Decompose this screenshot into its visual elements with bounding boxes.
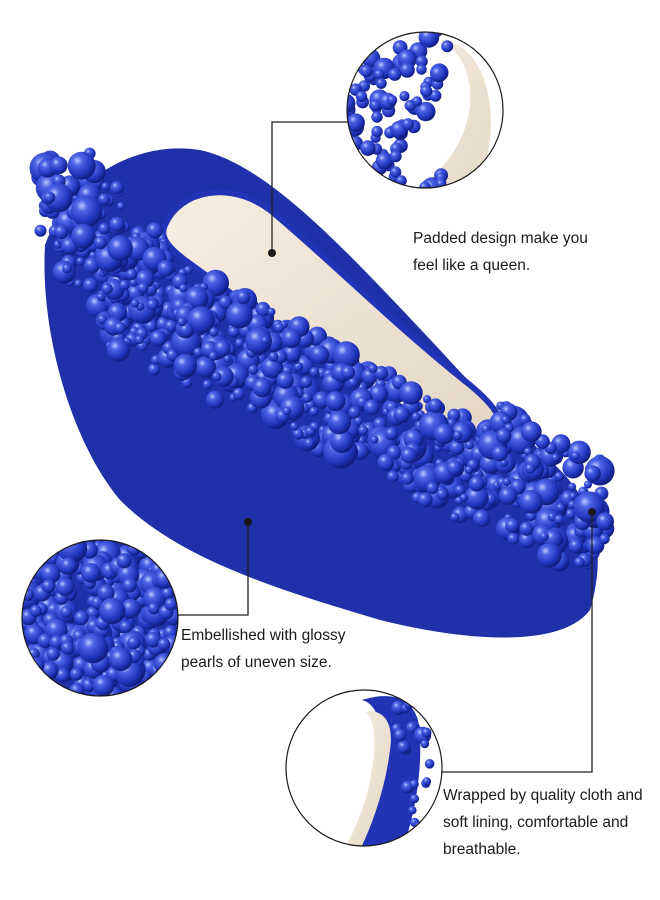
callout-line: Embellished with glossy [181,627,346,644]
leader-dot [588,508,596,516]
detail-circle-padded [346,31,504,189]
leader-line-padded [271,121,348,253]
leader-dot [244,518,252,526]
callout-line: feel like a queen. [413,257,531,274]
detail-circle-pearls [21,539,179,697]
leader-line-wrapped [440,512,593,773]
headband-image [29,147,615,638]
callout-padded-design: Padded design make you feel like a queen… [413,225,588,279]
callout-line: breathable. [443,841,521,858]
callout-line: Wrapped by quality cloth and [443,787,643,804]
callout-glossy-pearls: Embellished with glossy pearls of uneven… [181,622,346,676]
leader-dot [268,249,276,257]
callout-line: pearls of uneven size. [181,654,332,671]
callout-line: soft lining, comfortable and [443,814,629,831]
callout-line: Padded design make you [413,230,588,247]
callout-quality-cloth: Wrapped by quality cloth and soft lining… [443,782,643,863]
leader-line-pearls [178,522,249,616]
detail-circle-lining [285,689,443,847]
